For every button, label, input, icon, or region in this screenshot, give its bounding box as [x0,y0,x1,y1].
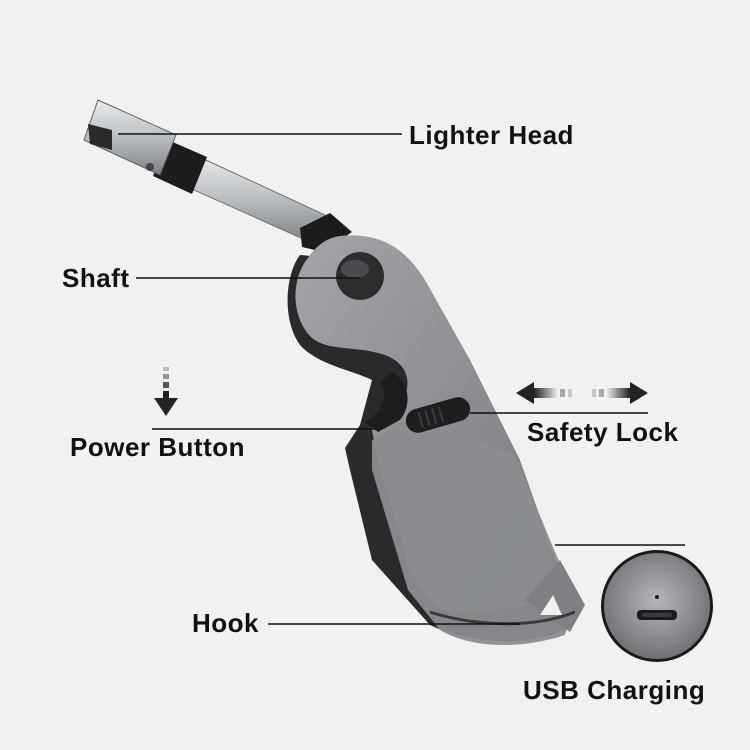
left-right-arrow-icon [516,382,648,404]
power-button [365,372,408,432]
label-safety-lock: Safety Lock [527,417,679,447]
safety-lock-slider [405,397,471,433]
label-hook: Hook [192,608,259,638]
label-usb-charging: USB Charging [523,675,706,705]
usb-port-inset [601,550,713,662]
label-lighter-head: Lighter Head [409,120,574,150]
lighter-head [83,99,352,252]
down-arrow-icon [154,367,178,416]
label-shaft: Shaft [62,263,130,293]
leader-lines [118,133,685,625]
label-power-button: Power Button [70,432,245,462]
